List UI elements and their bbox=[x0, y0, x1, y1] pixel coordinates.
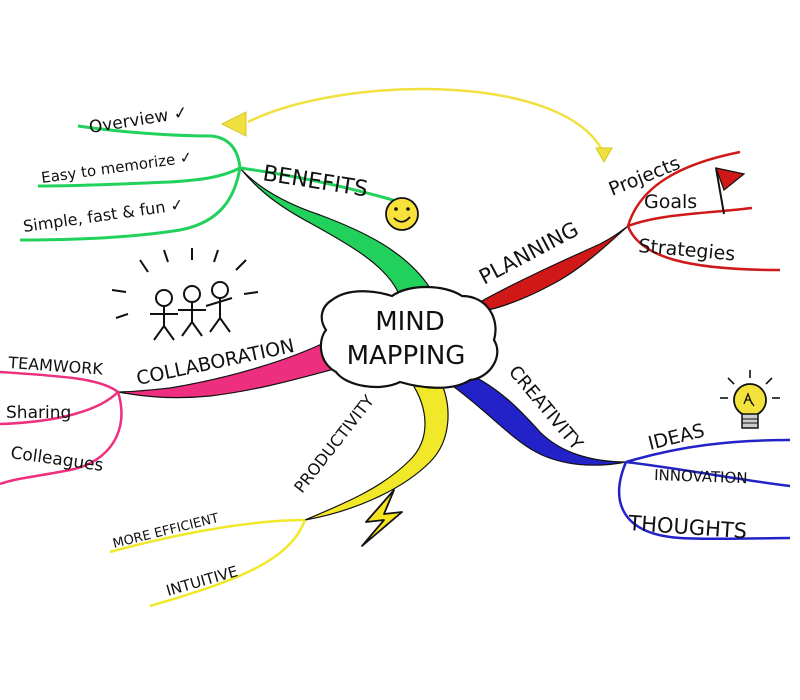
center-title-line2: MAPPING bbox=[347, 341, 466, 371]
productivity-sub-line-2 bbox=[149, 519, 307, 608]
collaboration-sub-line-3 bbox=[0, 391, 123, 486]
creativity-item-innovation: INNOVATION bbox=[654, 466, 748, 487]
benefits-item-simple: Simple, fast & fun ✓ bbox=[22, 195, 185, 236]
collaboration-sub-line-2 bbox=[0, 391, 119, 426]
productivity-branch-shape bbox=[304, 379, 449, 521]
center-title-line1: MIND bbox=[375, 307, 445, 337]
productivity-label: PRODUCTIVITY bbox=[290, 391, 378, 496]
collaboration-item-sharing: Sharing bbox=[6, 403, 71, 423]
collaboration-sub-line-1 bbox=[0, 370, 119, 394]
benefits-underline bbox=[239, 166, 411, 207]
collaboration-item-colleagues: Colleagues bbox=[9, 443, 104, 476]
collaboration-item-teamwork: TEAMWORK bbox=[7, 353, 104, 379]
benefits-sub-line-1 bbox=[77, 124, 242, 169]
benefits-sub-line-3 bbox=[19, 167, 242, 242]
planning-item-goals: Goals bbox=[644, 191, 697, 213]
creativity-sub-line-3 bbox=[618, 461, 791, 541]
productivity-item-intuitive: INTUITIVE bbox=[164, 562, 240, 600]
branch-collaboration: COLLABORATION TEAMWORK Sharing Colleague… bbox=[0, 248, 339, 486]
branch-creativity: CREATIVITY IDEAS INNOVATION THOUGHTS bbox=[449, 362, 791, 543]
branch-benefits: BENEFITS Overview ✓ Easy to memorize ✓ S… bbox=[19, 103, 432, 293]
productivity-sub-line-1 bbox=[109, 518, 306, 554]
creativity-item-thoughts: THOUGHTS bbox=[627, 511, 748, 543]
planning-sub-line-3 bbox=[626, 225, 781, 272]
planning-item-strategies: Strategies bbox=[638, 235, 737, 265]
lightning-bolt-icon bbox=[361, 489, 403, 547]
planning-sub-line-1 bbox=[626, 150, 741, 227]
branch-planning: PLANNING Projects Goals Strategies bbox=[475, 150, 781, 311]
creativity-sub-line-2 bbox=[625, 460, 791, 488]
central-cloud-shape bbox=[319, 286, 499, 389]
planning-sub-line-2 bbox=[627, 206, 753, 228]
branch-productivity: PRODUCTIVITY MORE EFFICIENT INTUITIVE bbox=[109, 379, 449, 608]
creativity-sub-line-1 bbox=[625, 438, 791, 464]
benefits-sub-line-2 bbox=[37, 166, 241, 188]
light-bulb-icon bbox=[720, 370, 780, 429]
smiley-face-icon bbox=[385, 197, 419, 231]
red-flag-icon bbox=[715, 167, 746, 215]
central-node: MIND MAPPING bbox=[319, 286, 499, 389]
stick-figures-icon bbox=[111, 248, 259, 341]
link-arrow-icon bbox=[220, 87, 613, 164]
